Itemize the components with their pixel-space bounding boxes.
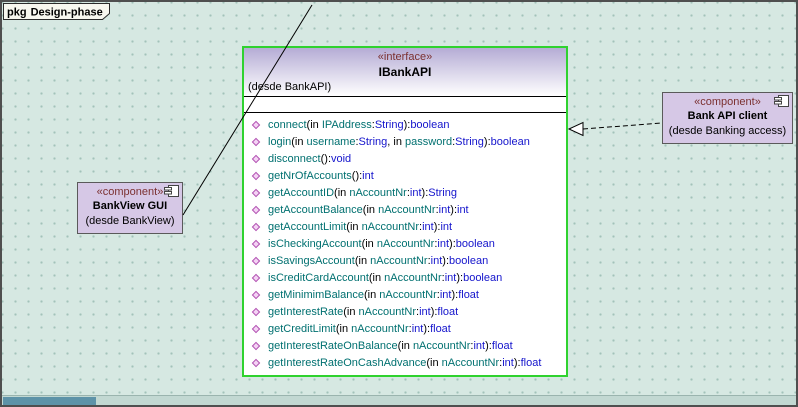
operation-visibility-icon: [251, 358, 261, 367]
operation-row[interactable]: getInterestRateOnBalance(in nAccountNr:i…: [244, 337, 566, 354]
operation-signature: getInterestRateOnBalance(in nAccountNr:i…: [268, 339, 513, 352]
operation-row[interactable]: getAccountID(in nAccountNr:int):String: [244, 184, 566, 201]
operation-visibility-icon: [251, 239, 261, 248]
operation-visibility-icon: [251, 188, 261, 197]
operation-signature: getCreditLimit(in nAccountNr:int):float: [268, 322, 451, 335]
component-icon: [774, 95, 789, 107]
operation-signature: login(in username:String, in password:St…: [268, 135, 530, 148]
operation-signature: isCheckingAccount(in nAccountNr:int):boo…: [268, 237, 495, 250]
operation-visibility-icon: [251, 256, 261, 265]
component-box-bank-api-client[interactable]: «component» Bank API client (desde Banki…: [662, 92, 793, 144]
operation-visibility-icon: [251, 137, 261, 146]
operation-row[interactable]: getInterestRateOnCashAdvance(in nAccount…: [244, 354, 566, 371]
operation-visibility-icon: [251, 171, 261, 180]
operation-row[interactable]: getInterestRate(in nAccountNr:int):float: [244, 303, 566, 320]
attributes-compartment: [244, 97, 566, 113]
operation-row[interactable]: getAccountLimit(in nAccountNr:int):int: [244, 218, 566, 235]
operation-visibility-icon: [251, 324, 261, 333]
operation-signature: getInterestRateOnCashAdvance(in nAccount…: [268, 356, 542, 369]
operation-signature: getNrOfAccounts():int: [268, 169, 374, 182]
operation-visibility-icon: [251, 222, 261, 231]
operation-visibility-icon: [251, 205, 261, 214]
component-name: Bank API client: [687, 110, 768, 122]
operation-visibility-icon: [251, 273, 261, 282]
interface-name: IBankAPI: [378, 65, 432, 79]
operation-row[interactable]: isSavingsAccount(in nAccountNr:int):bool…: [244, 252, 566, 269]
operation-signature: getAccountID(in nAccountNr:int):String: [268, 186, 457, 199]
horizontal-scrollbar[interactable]: [2, 395, 796, 405]
operations-compartment: connect(in IPAddress:String):boolean logi…: [244, 113, 566, 371]
operation-signature: disconnect():void: [268, 152, 352, 165]
operation-row[interactable]: getNrOfAccounts():int: [244, 167, 566, 184]
operation-signature: getAccountBalance(in nAccountNr:int):int: [268, 203, 469, 216]
operation-row[interactable]: disconnect():void: [244, 150, 566, 167]
horizontal-scrollbar-thumb[interactable]: [3, 397, 96, 405]
interface-class-box[interactable]: «interface» IBankAPI (desde BankAPI) con…: [242, 46, 568, 377]
component-origin: (desde Banking access): [668, 125, 787, 137]
operation-signature: getMinimimBalance(in nAccountNr:int):flo…: [268, 288, 479, 301]
component-stereotype: «component»: [96, 186, 164, 198]
interface-header: «interface» IBankAPI (desde BankAPI): [244, 48, 566, 97]
component-name: BankView GUI: [92, 200, 168, 212]
operation-signature: getInterestRate(in nAccountNr:int):float: [268, 305, 459, 318]
connector-dependency-bankapiclient[interactable]: [567, 121, 663, 137]
operation-row[interactable]: isCreditCardAccount(in nAccountNr:int):b…: [244, 269, 566, 286]
frame-label-shape: [3, 3, 110, 20]
dependency-arrowhead: [567, 121, 584, 137]
operation-row[interactable]: getAccountBalance(in nAccountNr:int):int: [244, 201, 566, 218]
operation-visibility-icon: [251, 307, 261, 316]
operation-visibility-icon: [251, 341, 261, 350]
operation-signature: isSavingsAccount(in nAccountNr:int):bool…: [268, 254, 489, 267]
operation-visibility-icon: [251, 120, 261, 129]
operation-signature: connect(in IPAddress:String):boolean: [268, 118, 450, 131]
operation-visibility-icon: [251, 154, 261, 163]
operation-row[interactable]: getCreditLimit(in nAccountNr:int):float: [244, 320, 566, 337]
operation-signature: isCreditCardAccount(in nAccountNr:int):b…: [268, 271, 503, 284]
operation-signature: getAccountLimit(in nAccountNr:int):int: [268, 220, 453, 233]
component-icon: [164, 185, 179, 197]
interface-origin: (desde BankAPI): [248, 81, 332, 93]
component-stereotype: «component»: [694, 96, 761, 108]
component-box-bankview-gui[interactable]: «component» BankView GUI (desde BankView…: [77, 182, 183, 234]
operation-row[interactable]: isCheckingAccount(in nAccountNr:int):boo…: [244, 235, 566, 252]
operation-row[interactable]: login(in username:String, in password:St…: [244, 133, 566, 150]
component-origin: (desde BankView): [85, 215, 175, 227]
operation-visibility-icon: [251, 290, 261, 299]
interface-stereotype: «interface»: [377, 51, 433, 63]
operation-row[interactable]: connect(in IPAddress:String):boolean: [244, 116, 566, 133]
operation-row[interactable]: getMinimimBalance(in nAccountNr:int):flo…: [244, 286, 566, 303]
